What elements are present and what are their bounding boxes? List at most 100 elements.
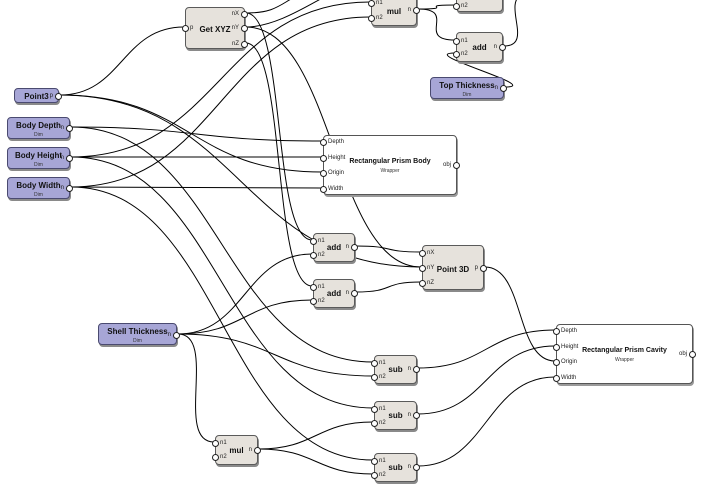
- input-port-depth[interactable]: [320, 139, 327, 146]
- input-port-n2[interactable]: [212, 454, 219, 461]
- input-port-n1[interactable]: [212, 440, 219, 447]
- input-port-width[interactable]: [553, 375, 560, 382]
- port-label: Origin: [561, 359, 578, 365]
- node-title: Rectangular Prism Body: [349, 158, 431, 165]
- input-port-n1[interactable]: [371, 458, 378, 465]
- input-port-nz[interactable]: [419, 280, 426, 287]
- node-subtitle: Wrapper: [380, 168, 400, 174]
- output-port-n[interactable]: [499, 44, 506, 51]
- output-port-n[interactable]: [413, 7, 420, 14]
- output-port-n[interactable]: [66, 155, 73, 162]
- port-label: obj: [678, 351, 687, 357]
- output-port-p[interactable]: [480, 265, 487, 272]
- output-port-ny[interactable]: [241, 25, 248, 32]
- port-label: n: [60, 125, 64, 131]
- input-port-n1[interactable]: [368, 0, 375, 7]
- input-port-p[interactable]: [182, 25, 189, 32]
- input-port-n2[interactable]: [368, 15, 375, 22]
- node-title: Body Height: [14, 151, 63, 160]
- port-label: nX: [427, 250, 435, 256]
- output-port-n[interactable]: [351, 244, 358, 251]
- wire: [258, 448, 374, 475]
- wire: [59, 26, 185, 96]
- port-label: n1: [379, 360, 386, 366]
- input-port-n1[interactable]: [371, 360, 378, 367]
- output-port-p[interactable]: [55, 93, 62, 100]
- port-label: Width: [561, 375, 577, 381]
- port-label: n2: [461, 3, 468, 9]
- port-label: n1: [318, 284, 325, 290]
- node-top-right-op[interactable]: n2: [453, 0, 503, 12]
- port-label: n2: [461, 51, 468, 57]
- output-port-n[interactable]: [413, 366, 420, 373]
- port-label: Width: [328, 186, 344, 192]
- input-port-n2[interactable]: [453, 51, 460, 58]
- output-port-n[interactable]: [254, 447, 261, 454]
- wire-offscreen: [503, 0, 519, 47]
- output-port-nz[interactable]: [241, 41, 248, 48]
- port-label: n: [60, 155, 64, 161]
- port-label: n: [345, 290, 349, 296]
- output-port-n[interactable]: [500, 85, 507, 92]
- input-port-n1[interactable]: [371, 406, 378, 413]
- output-port-n[interactable]: [66, 185, 73, 192]
- output-port-obj[interactable]: [453, 162, 460, 169]
- input-port-n1[interactable]: [310, 238, 317, 245]
- input-port-height[interactable]: [553, 344, 560, 351]
- input-port-origin[interactable]: [553, 359, 560, 366]
- output-port-n[interactable]: [413, 412, 420, 419]
- port-label: Depth: [561, 328, 578, 334]
- wire: [446, 52, 514, 88]
- input-port-width[interactable]: [320, 186, 327, 193]
- output-port-n[interactable]: [173, 332, 180, 339]
- wire: [245, 42, 313, 287]
- input-port-depth[interactable]: [553, 328, 560, 335]
- input-port-n1[interactable]: [453, 38, 460, 45]
- output-port-n[interactable]: [351, 290, 358, 297]
- input-port-n2[interactable]: [310, 252, 317, 259]
- input-port-n2[interactable]: [371, 420, 378, 427]
- port-label: Height: [561, 344, 579, 350]
- input-port-n2[interactable]: [310, 298, 317, 305]
- port-label: n: [493, 44, 497, 50]
- port-label: n: [494, 85, 498, 91]
- input-port-ny[interactable]: [419, 265, 426, 272]
- wire: [70, 1, 371, 158]
- output-port-obj[interactable]: [689, 351, 696, 358]
- output-port-n[interactable]: [66, 125, 73, 132]
- input-port-n2[interactable]: [371, 472, 378, 479]
- input-port-height[interactable]: [320, 155, 327, 162]
- input-port-n2[interactable]: [371, 374, 378, 381]
- input-port-nx[interactable]: [419, 250, 426, 257]
- node-title: mul: [386, 7, 402, 16]
- input-port-origin[interactable]: [320, 170, 327, 177]
- output-port-nx[interactable]: [241, 11, 248, 18]
- node-subtitle: Dim: [462, 92, 472, 98]
- input-port-n2[interactable]: [453, 3, 460, 10]
- wire: [70, 16, 371, 188]
- node-title: Top Thickness: [439, 81, 495, 90]
- port-label: p: [190, 25, 194, 31]
- port-label: n: [60, 185, 64, 191]
- output-port-n[interactable]: [413, 464, 420, 471]
- input-port-n1[interactable]: [310, 284, 317, 291]
